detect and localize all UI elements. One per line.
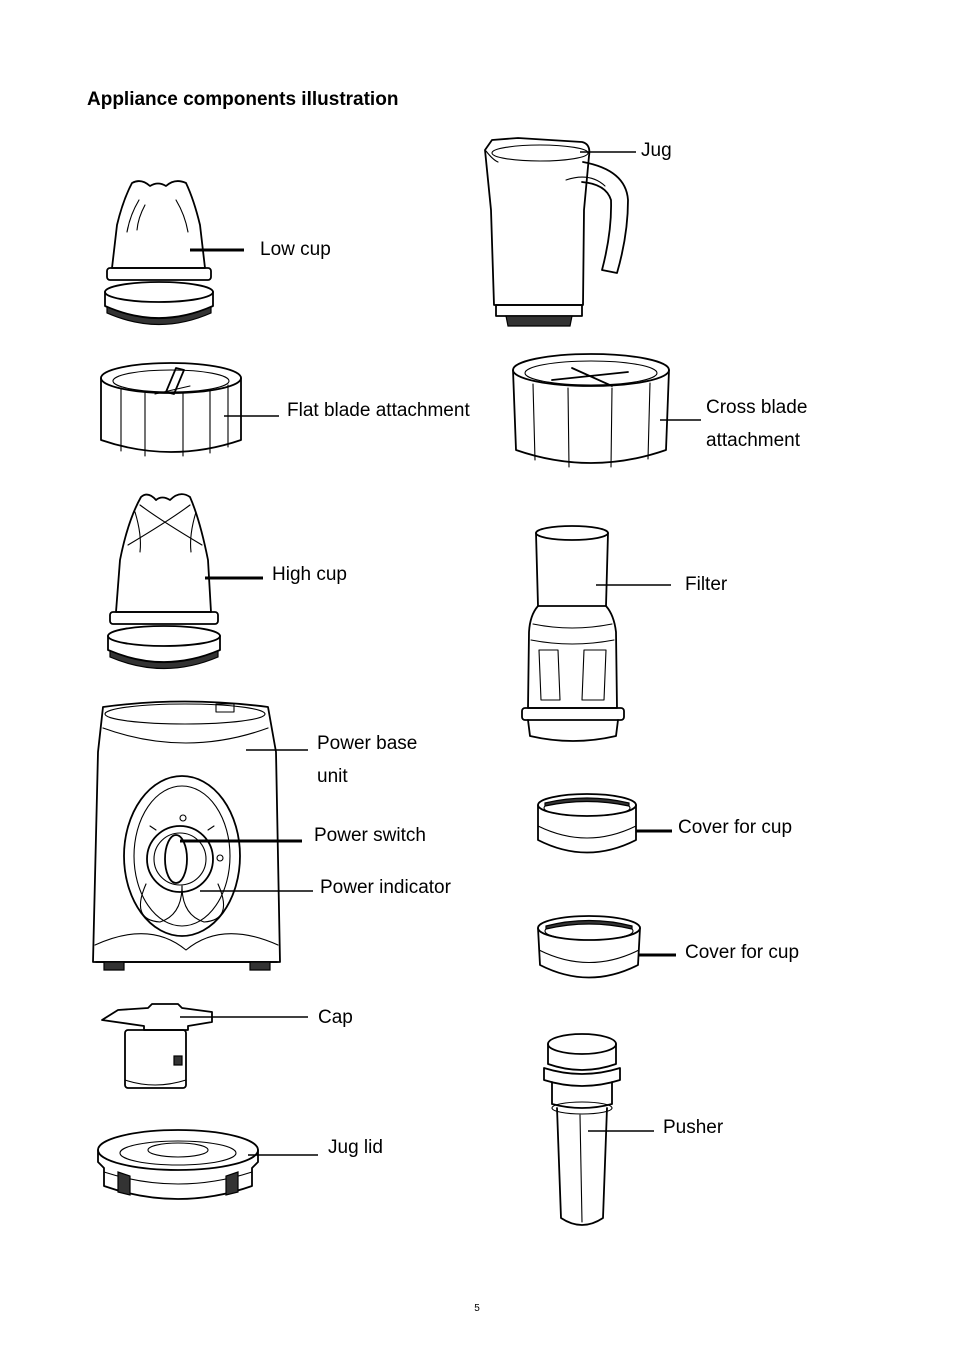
jug-lid-drawing (97, 1129, 318, 1200)
cap-drawing (101, 1003, 308, 1089)
label-power-base-line1: Power base (317, 733, 418, 754)
label-power-base-line2: unit (317, 766, 348, 787)
page-number: 5 (474, 1303, 480, 1314)
cover-for-cup-1-drawing (537, 793, 672, 854)
label-filter: Filter (685, 574, 728, 595)
label-flat-blade-attachment: Flat blade attachment (287, 400, 470, 421)
label-jug-lid: Jug lid (328, 1137, 383, 1158)
high-cup-drawing (107, 493, 263, 670)
low-cup-drawing (104, 180, 244, 326)
jug-drawing (484, 137, 636, 327)
label-jug: Jug (641, 140, 672, 161)
flat-blade-drawing (100, 362, 279, 457)
label-power-indicator: Power indicator (320, 877, 451, 898)
page-title: Appliance components illustration (87, 89, 399, 110)
label-cover-for-cup-2: Cover for cup (685, 942, 800, 963)
label-cross-blade-line2: attachment (706, 430, 800, 451)
cover-for-cup-2-drawing (537, 915, 676, 979)
pusher-drawing (543, 1033, 654, 1226)
label-cross-blade-line1: Cross blade (706, 397, 808, 418)
label-cap: Cap (318, 1007, 353, 1028)
label-pusher: Pusher (663, 1117, 724, 1138)
cross-blade-drawing (512, 353, 701, 468)
label-low-cup: Low cup (260, 239, 331, 260)
label-cover-for-cup-1: Cover for cup (678, 817, 793, 838)
filter-drawing (521, 525, 671, 742)
power-base-drawing (92, 700, 313, 971)
label-high-cup: High cup (272, 564, 347, 585)
label-power-switch: Power switch (314, 825, 426, 846)
